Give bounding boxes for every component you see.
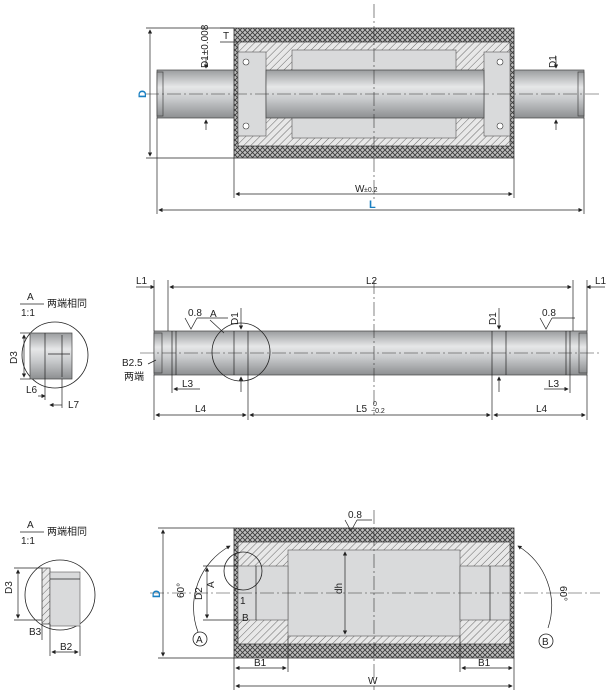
label-1: 1 (240, 596, 246, 607)
roughness-symbol (344, 519, 372, 532)
leader (147, 359, 157, 365)
label-D1-left: D1 (230, 312, 241, 325)
label-W-tol: ±0.2 (364, 187, 378, 194)
top-assembly-view: D T D1±0.008 D1 W ±0.2 L (137, 4, 600, 214)
detail-label-same: 两端相同 (47, 297, 87, 310)
section-marker-A (192, 631, 208, 647)
label-D2: D2 (194, 587, 205, 600)
label-dh: dh (334, 583, 345, 594)
label-D3: D3 (9, 351, 20, 364)
label-L3-left: L3 (182, 379, 194, 390)
top-bearing-ball (242, 122, 250, 130)
top-bearing-ball (496, 122, 504, 130)
label-circle-B: B (542, 637, 549, 648)
top-bearing-ball (242, 58, 250, 66)
detail-shaft (29, 332, 73, 380)
angle-arc-right (517, 545, 552, 629)
label-D: D (137, 90, 149, 98)
label-D1: D1 (548, 55, 559, 68)
label-L5-tol-upper: 0 (373, 401, 377, 408)
label-A: A (206, 581, 217, 588)
detail-circle (24, 559, 96, 631)
label-roughness: 0.8 (348, 510, 362, 521)
label-D: D (151, 590, 163, 598)
label-60-left: 60° (176, 583, 187, 598)
detail-label-A: A (27, 520, 34, 531)
label-T: T (223, 31, 229, 42)
angle-arc-left (193, 545, 231, 633)
label-D1-tol: D1±0.008 (200, 24, 211, 68)
label-D3: D3 (4, 581, 15, 594)
section-marker-B (538, 633, 554, 649)
label-W: W (368, 676, 378, 687)
label-L1-left: L1 (136, 276, 148, 287)
label-L7: L7 (68, 400, 80, 411)
label-A-leader: A (210, 309, 217, 320)
label-roughness-2: 0.8 (542, 308, 556, 319)
label-L: L (369, 199, 376, 211)
label-W: W (355, 184, 365, 195)
bottom-roller-view: 0.8 D 60° 60° D2 A 1 B dh A B B1 (150, 510, 600, 690)
label-L4-right: L4 (536, 404, 548, 415)
label-L5: L5 (356, 404, 368, 415)
label-D1-right: D1 (488, 312, 499, 325)
label-circle-A: A (196, 635, 203, 646)
roughness-symbol (184, 317, 228, 330)
detail-label-same: 两端相同 (47, 525, 87, 538)
label-B3: B3 (29, 627, 42, 638)
detail-A-circle (223, 551, 263, 591)
detail-A-roller: A 1:1 两端相同 D3 B3 B2 (4, 520, 96, 656)
label-60-right: 60° (557, 586, 568, 601)
detail-bore (49, 571, 81, 627)
detail-label-scale: 1:1 (21, 536, 35, 547)
label-B2: B2 (60, 642, 73, 653)
detail-A-shaft: A 1:1 两端相同 D3 L6 L7 (9, 292, 89, 411)
shaft-view: L1 L2 L1 0.8 A D1 D1 0.8 B2.5 两端 L3 L3 (122, 276, 607, 420)
detail-wall (41, 567, 51, 625)
label-roughness-1: 0.8 (188, 308, 202, 319)
detail-label-scale: 1:1 (21, 308, 35, 319)
top-bearing-ball (496, 58, 504, 66)
label-L1-right: L1 (595, 276, 607, 287)
label-B: B (242, 613, 249, 624)
label-B25: B2.5 (122, 358, 143, 369)
label-B1-left: B1 (254, 658, 267, 669)
label-L3-right: L3 (548, 379, 560, 390)
detail-label-A: A (27, 292, 34, 303)
label-L4-left: L4 (195, 404, 207, 415)
label-both-ends: 两端 (124, 370, 144, 383)
label-L5-tol-lower: −0.2 (371, 408, 385, 415)
roughness-symbol (539, 317, 575, 330)
label-L2: L2 (366, 276, 378, 287)
label-L6: L6 (26, 385, 38, 396)
label-B1-right: B1 (478, 658, 491, 669)
leader (209, 319, 225, 334)
